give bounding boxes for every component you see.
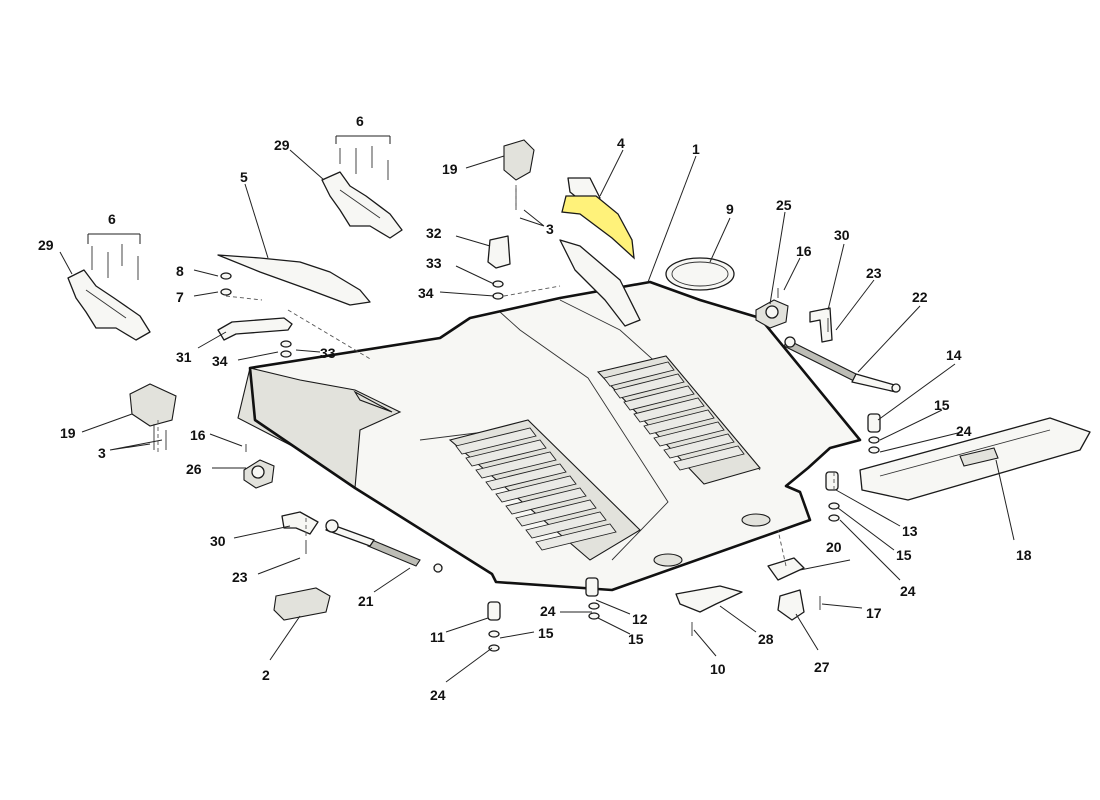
callout-18[interactable]: 18 (1016, 547, 1032, 563)
callout-21[interactable]: 21 (358, 593, 374, 609)
latch-top[interactable] (503, 139, 535, 181)
rear-flap[interactable] (859, 417, 1091, 501)
latch-left[interactable] (129, 383, 177, 427)
washers (220, 272, 880, 652)
callout-24-bottom[interactable]: 24 (430, 687, 446, 703)
lock-hook[interactable] (777, 589, 805, 621)
lock-striker[interactable] (767, 557, 805, 581)
callout-24-center[interactable]: 24 (540, 603, 556, 619)
callout-14[interactable]: 14 (946, 347, 962, 363)
callout-31[interactable]: 31 (176, 349, 192, 365)
callout-32[interactable]: 32 (426, 225, 442, 241)
callout-5[interactable]: 5 (240, 169, 248, 185)
callout-23-right[interactable]: 23 (866, 265, 882, 281)
callout-22[interactable]: 22 (912, 289, 928, 305)
callout-33-left[interactable]: 33 (320, 345, 336, 361)
callout-3-left[interactable]: 3 (98, 445, 106, 461)
fin-panel-highlighted[interactable] (561, 177, 635, 260)
callout-33-top[interactable]: 33 (426, 255, 442, 271)
callout-23-left[interactable]: 23 (232, 569, 248, 585)
strut-bracket-left[interactable] (281, 511, 319, 535)
callout-30-left[interactable]: 30 (210, 533, 226, 549)
callout-26[interactable]: 26 (186, 461, 202, 477)
callout-34-left[interactable]: 34 (212, 353, 228, 369)
assembly-lines (157, 182, 835, 567)
hinge-assembly-top[interactable] (321, 171, 403, 239)
support-arm[interactable] (217, 317, 293, 341)
lock-plate[interactable] (675, 585, 743, 613)
callout-15-left[interactable]: 15 (538, 625, 554, 641)
callout-13[interactable]: 13 (902, 523, 918, 539)
callout-9[interactable]: 9 (726, 201, 734, 217)
hinge-assembly-left[interactable] (67, 269, 151, 341)
callout-30-right[interactable]: 30 (834, 227, 850, 243)
rubber-mount-left[interactable] (243, 459, 275, 489)
screws (91, 146, 829, 636)
callout-15-center[interactable]: 15 (628, 631, 644, 647)
callout-12[interactable]: 12 (632, 611, 648, 627)
callout-24-right-bottom[interactable]: 24 (900, 583, 916, 599)
gas-strut-right[interactable] (783, 336, 901, 393)
callout-15-right-top[interactable]: 15 (934, 397, 950, 413)
bump-stop-12[interactable] (585, 577, 599, 597)
callout-15-right-bottom[interactable]: 15 (896, 547, 912, 563)
rubber-mount-right[interactable] (755, 299, 789, 329)
gas-strut-left[interactable] (325, 519, 443, 573)
callout-28[interactable]: 28 (758, 631, 774, 647)
seal-ring[interactable] (665, 257, 735, 291)
louver-grille-left (448, 419, 641, 561)
bump-stop-11[interactable] (487, 601, 501, 621)
deflector-panel[interactable] (217, 254, 371, 306)
louver-grille-right (596, 355, 761, 485)
callout-7[interactable]: 7 (176, 289, 184, 305)
callout-16-left[interactable]: 16 (190, 427, 206, 443)
bump-stop-13[interactable] (825, 471, 839, 491)
engine-cover[interactable] (237, 280, 862, 592)
callout-8[interactable]: 8 (176, 263, 184, 279)
cover-fin (559, 239, 641, 327)
callout-6-top[interactable]: 6 (356, 113, 364, 129)
callout-19-top[interactable]: 19 (442, 161, 458, 177)
clip-bracket[interactable] (487, 235, 511, 269)
foam-pad[interactable] (273, 587, 331, 621)
bump-stop-14[interactable] (867, 413, 881, 433)
callout-1[interactable]: 1 (692, 141, 700, 157)
callout-6-left[interactable]: 6 (108, 211, 116, 227)
callout-20[interactable]: 20 (826, 539, 842, 555)
callout-labels: 1 2 3 3 4 5 6 6 7 8 9 10 11 12 13 14 15 … (38, 113, 1032, 703)
callout-3-top[interactable]: 3 (546, 221, 554, 237)
callout-24-right-top[interactable]: 24 (956, 423, 972, 439)
callout-10[interactable]: 10 (710, 661, 726, 677)
callout-19-left[interactable]: 19 (60, 425, 76, 441)
callout-4[interactable]: 4 (617, 135, 625, 151)
callout-29-top[interactable]: 29 (274, 137, 290, 153)
callout-2[interactable]: 2 (262, 667, 270, 683)
callout-17[interactable]: 17 (866, 605, 882, 621)
callout-11[interactable]: 11 (430, 629, 445, 645)
leader-lines (59, 135, 1015, 683)
strut-bracket-right[interactable] (809, 307, 833, 343)
callout-25[interactable]: 25 (776, 197, 792, 213)
callout-27[interactable]: 27 (814, 659, 830, 675)
callout-16-right[interactable]: 16 (796, 243, 812, 259)
callout-29-left[interactable]: 29 (38, 237, 54, 253)
callout-34-top[interactable]: 34 (418, 285, 434, 301)
